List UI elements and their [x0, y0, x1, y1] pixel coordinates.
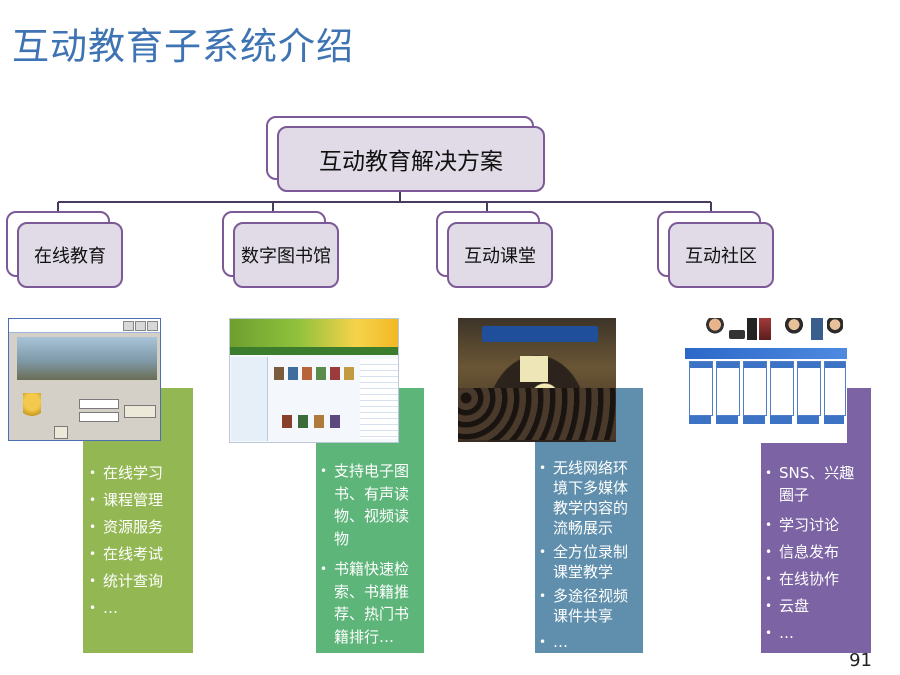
bullet-item: 课程管理: [87, 487, 185, 514]
bullet-item: 全方位录制课堂教学: [537, 542, 629, 582]
bullet-item: 多途径视频课件共享: [537, 586, 629, 626]
root-node: 互动教育解决方案: [277, 126, 545, 192]
bullet-item: 云盘: [763, 593, 863, 620]
slide-title: 互动教育子系统介绍: [12, 25, 354, 68]
bullet-item: …: [87, 595, 185, 622]
bullet-item: SNS、兴趣圈子: [763, 462, 863, 506]
bullet-item: …: [763, 620, 863, 647]
node-interactive-classroom: 互动课堂: [447, 222, 553, 288]
bullet-item: 统计查询: [87, 568, 185, 595]
bullet-item: 信息发布: [763, 539, 863, 566]
bullet-item: 在线学习: [87, 460, 185, 487]
bullet-item: 在线协作: [763, 566, 863, 593]
page-number: 91: [849, 650, 872, 671]
digital-library-screenshot: [229, 318, 399, 443]
bullet-item: 资源服务: [87, 514, 185, 541]
bullet-item: 学习讨论: [763, 512, 863, 539]
online-education-screenshot: [8, 318, 161, 441]
bullet-item: 在线考试: [87, 541, 185, 568]
interactive-classroom-photo: [458, 318, 616, 442]
node-digital-library: 数字图书馆: [233, 222, 339, 288]
bullet-item: 支持电子图书、有声读物、视频读物: [318, 460, 412, 550]
bullet-item: 无线网络环境下多媒体教学内容的流畅展示: [537, 458, 629, 538]
bullet-item: 书籍快速检索、书籍推荐、热门书籍排行…: [318, 558, 412, 648]
node-online-education: 在线教育: [17, 222, 123, 288]
interactive-community-diagram: [685, 316, 847, 443]
bullet-item: …: [537, 632, 629, 652]
node-interactive-community: 互动社区: [668, 222, 774, 288]
